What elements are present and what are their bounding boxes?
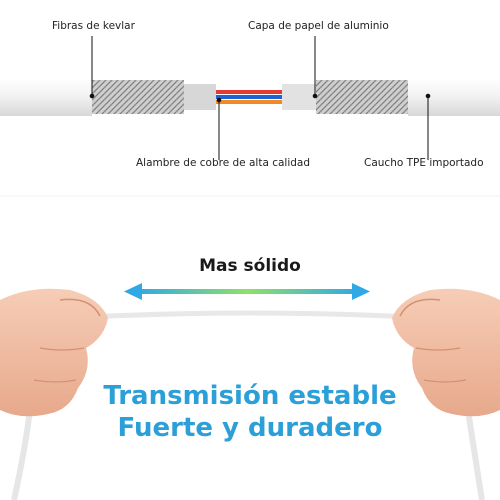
- tagline-line2: Fuerte y duradero: [117, 413, 383, 443]
- outer-jacket-right: [408, 78, 500, 116]
- kevlar-braid-right: [316, 80, 408, 114]
- leader-lines: [89, 36, 431, 160]
- label-copper: Alambre de cobre de alta calidad: [136, 157, 311, 169]
- hand-left-icon: [0, 288, 108, 417]
- title: Mas sólido: [199, 256, 301, 276]
- double-arrow-icon: [124, 283, 370, 300]
- label-kevlar: Fibras de kevlar: [52, 20, 135, 32]
- cable-left-end: [11, 409, 33, 500]
- label-foil: Capa de papel de aluminio: [248, 20, 389, 32]
- outer-jacket-left: [0, 78, 92, 116]
- tagline-line1: Transmisión estable: [103, 381, 397, 411]
- stretched-cable: [69, 310, 431, 321]
- foil-right: [282, 84, 316, 110]
- cable-cross-section: [0, 78, 500, 116]
- kevlar-braid-left: [92, 80, 184, 114]
- label-tpe: Caucho TPE importado: [364, 157, 484, 169]
- wire-red: [216, 90, 282, 94]
- cable-right-end: [465, 409, 485, 500]
- foil-left: [184, 84, 216, 110]
- wire-orange: [216, 100, 282, 104]
- wire-blue: [216, 95, 282, 99]
- hand-right-icon: [392, 288, 500, 417]
